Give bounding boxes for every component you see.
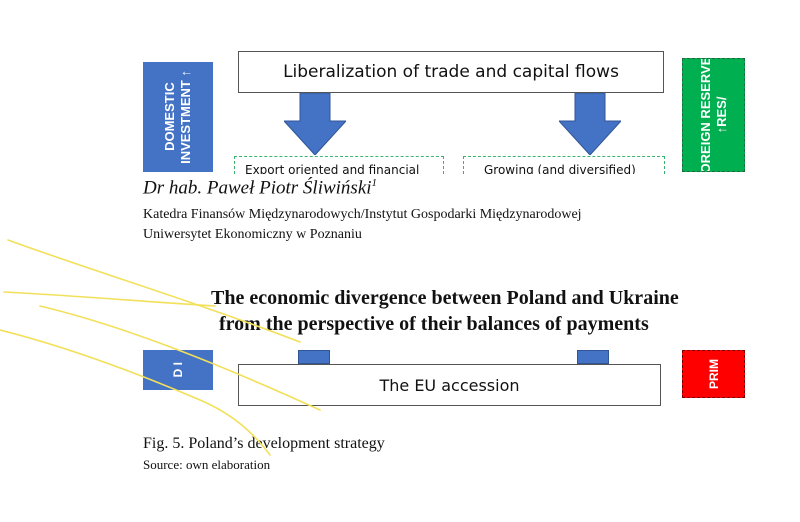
affiliation-line-1: Katedra Finansów Międzynarodowych/Instyt… bbox=[143, 207, 582, 222]
figure-source: Source: own elaboration bbox=[143, 457, 271, 472]
author-name: Dr hab. Paweł Piotr Śliwiński1 bbox=[143, 177, 378, 199]
bottom-right-red-label: PRIM bbox=[706, 359, 721, 389]
connector-left bbox=[298, 350, 330, 364]
export-oriented-box: Export oriented and financial bbox=[234, 156, 444, 174]
liberalization-box: Liberalization of trade and capital flow… bbox=[238, 51, 664, 93]
affiliation-line-2: Uniwersytet Ekonomiczny w Poznaniu bbox=[143, 227, 362, 242]
down-arrow-left-icon bbox=[284, 93, 346, 155]
bottom-right-red-bar: PRIM bbox=[682, 350, 745, 398]
foreign-reserves-bar: FOREIGN RESERVES↑RES/ bbox=[682, 58, 745, 172]
bottom-left-blue-label: D I bbox=[171, 362, 185, 378]
foreign-reserves-label: FOREIGN RESERVES↑RES/ bbox=[697, 58, 729, 172]
connector-right bbox=[577, 350, 609, 364]
paper-title-line-2: from the perspective of their balances o… bbox=[219, 313, 649, 335]
down-arrow-right-icon bbox=[559, 93, 621, 155]
bottom-left-blue-bar: D I bbox=[143, 350, 213, 390]
paper-title-line-1: The economic divergence between Poland a… bbox=[211, 287, 679, 309]
figure-caption: Fig. 5. Poland’s development strategy bbox=[143, 435, 385, 452]
eu-accession-box: The EU accession bbox=[238, 364, 661, 406]
growing-diversified-box: Growing (and diversified) bbox=[463, 156, 665, 174]
